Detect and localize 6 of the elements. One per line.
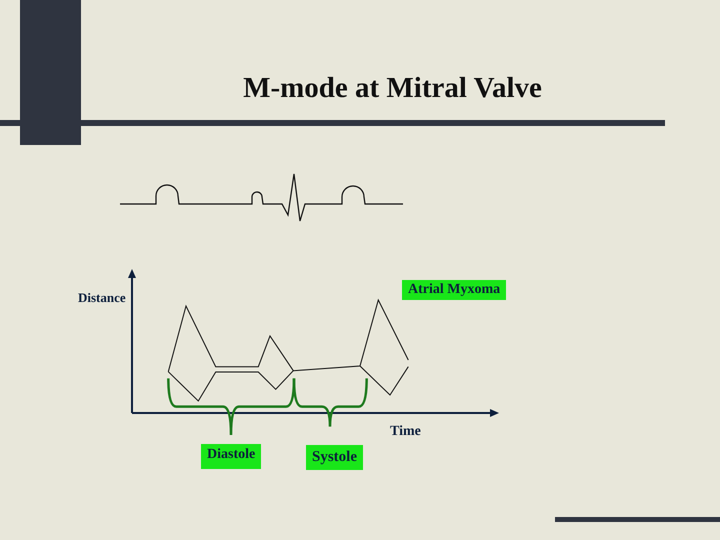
phase-label: Diastole (201, 444, 262, 469)
condition-label: Atrial Myxoma (402, 280, 506, 300)
phase-label: Systole (306, 445, 363, 470)
slide-title: M-mode at Mitral Valve (242, 72, 543, 105)
axis-label: Time (390, 424, 421, 440)
axis-label: Distance (78, 290, 126, 306)
